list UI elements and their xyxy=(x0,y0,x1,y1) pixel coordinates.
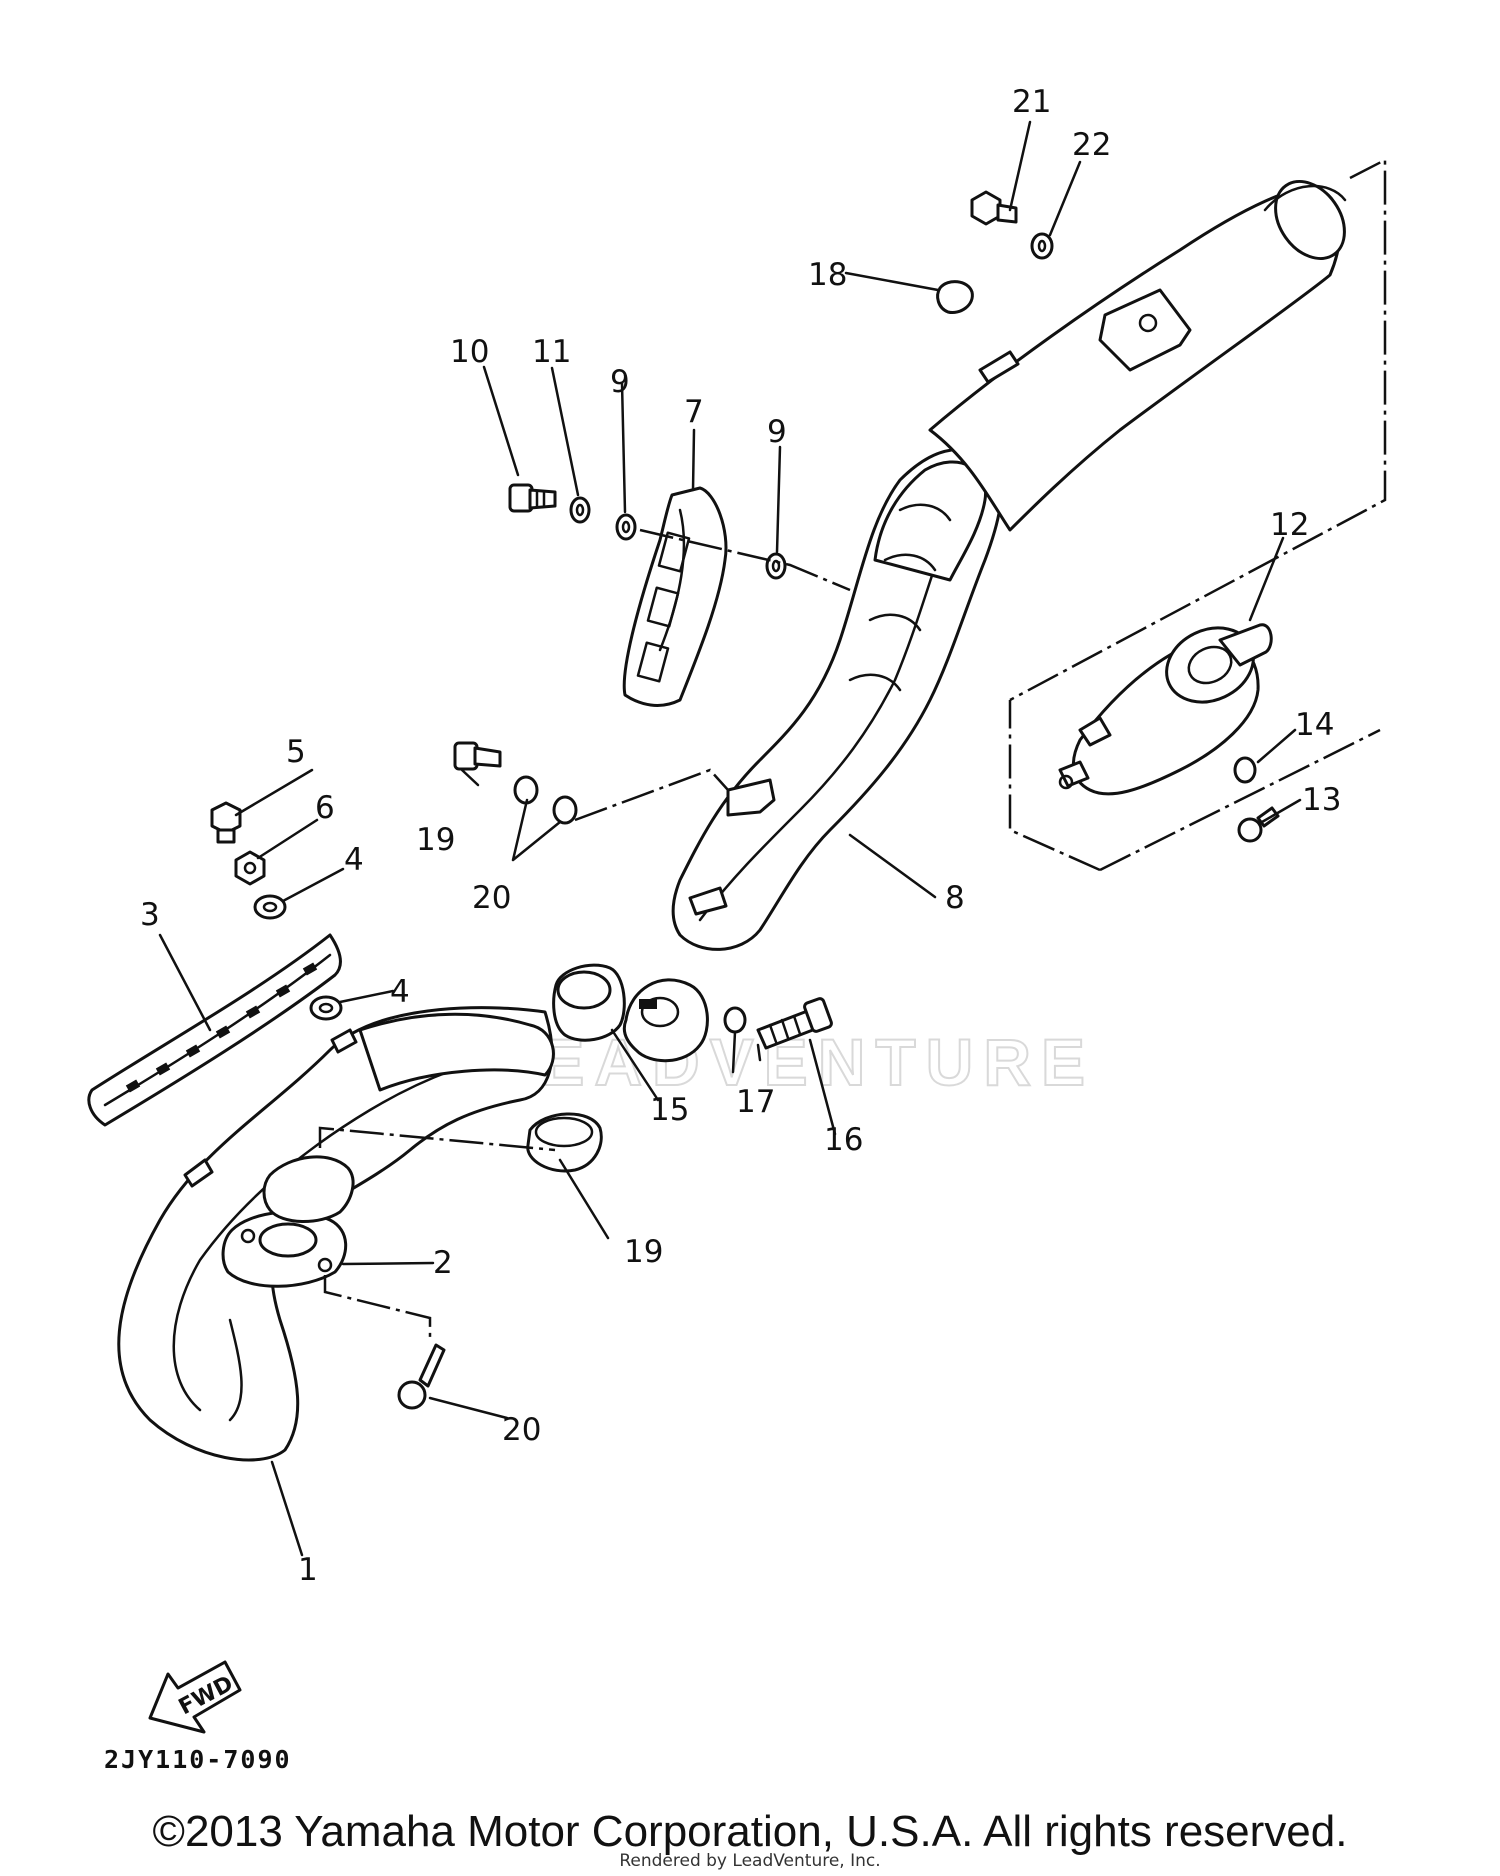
callout-8: 7 xyxy=(684,394,704,430)
callout-2: 2 xyxy=(433,1245,453,1281)
callout-17: 17 xyxy=(736,1084,775,1120)
gasket-part-19[interactable] xyxy=(526,1112,603,1173)
washer-part-24[interactable] xyxy=(1030,232,1054,260)
callout-21: 19 xyxy=(416,822,455,858)
bolt-part-10[interactable] xyxy=(508,483,557,513)
callout-13: 13 xyxy=(1302,782,1341,818)
collar-part-22-right[interactable] xyxy=(552,795,578,825)
assembly-lines xyxy=(318,157,1387,1340)
callout-14: 14 xyxy=(1295,707,1334,743)
rendered-by-note: Rendered by LeadVenture, Inc. xyxy=(619,1851,881,1871)
washer-part-11[interactable] xyxy=(569,496,591,524)
bolt-part-16[interactable] xyxy=(756,997,833,1050)
callout-22: 20 xyxy=(472,880,511,916)
grommet-part-4-lower[interactable] xyxy=(309,995,343,1021)
washer-part-9-left[interactable] xyxy=(615,513,637,541)
callout-6: 6 xyxy=(315,790,335,826)
callout-3: 3 xyxy=(140,897,160,933)
grommet-part-4-upper[interactable] xyxy=(253,894,287,920)
leader-lines xyxy=(158,120,1302,1557)
callout-24: 22 xyxy=(1072,127,1111,163)
muffler-front-pipe-part-7[interactable] xyxy=(622,448,1003,1063)
callout-12: 12 xyxy=(1270,507,1309,543)
copyright-notice: ©2013 Yamaha Motor Corporation, U.S.A. A… xyxy=(152,1807,1348,1856)
callout-15: 15 xyxy=(650,1092,689,1128)
callout-20: 20 xyxy=(502,1412,541,1448)
bolt-part-21[interactable] xyxy=(453,741,502,771)
collar-part-22-left[interactable] xyxy=(513,775,539,805)
nut-part-6[interactable] xyxy=(234,850,266,886)
callout-11: 11 xyxy=(532,334,571,370)
drawing-code: 2JY110-7090 xyxy=(104,1745,292,1774)
heat-protector-part-8[interactable] xyxy=(622,486,728,707)
callout-10: 10 xyxy=(450,334,489,370)
callout-9a: 9 xyxy=(610,364,630,400)
callout-18: 18 xyxy=(808,257,847,293)
gasket-part-15[interactable] xyxy=(552,963,626,1042)
screw-part-13[interactable] xyxy=(1237,806,1280,843)
heat-protector-part-3[interactable] xyxy=(87,933,342,1127)
bolt-part-5[interactable] xyxy=(210,801,242,844)
exhaust-pipe-part-1[interactable] xyxy=(117,1006,555,1462)
callout-9b: 9 xyxy=(767,414,787,450)
washer-part-14[interactable] xyxy=(1233,756,1257,784)
bolt-part-23[interactable] xyxy=(970,190,1018,226)
damper-part-18[interactable] xyxy=(936,280,974,315)
screw-part-20[interactable] xyxy=(397,1343,446,1410)
callout-19: 19 xyxy=(624,1234,663,1270)
muffler-body[interactable] xyxy=(928,168,1359,532)
callout-4a: 4 xyxy=(344,842,364,878)
end-cap-part-12[interactable] xyxy=(1058,614,1273,796)
forward-arrow-icon: FWD xyxy=(148,1660,242,1734)
callout-5: 5 xyxy=(286,734,306,770)
callout-4b: 4 xyxy=(390,974,410,1010)
washer-part-17[interactable] xyxy=(723,1006,747,1034)
callout-7: 8 xyxy=(945,880,965,916)
callout-23: 21 xyxy=(1012,84,1051,120)
callout-1: 1 xyxy=(298,1552,318,1588)
washer-part-9-right[interactable] xyxy=(765,552,787,580)
callout-numbers: 21 22 18 10 11 9 7 9 12 14 13 5 6 4 4 3 … xyxy=(140,84,1341,1588)
callout-16: 16 xyxy=(824,1122,863,1158)
flange-part-2[interactable] xyxy=(221,1210,348,1288)
